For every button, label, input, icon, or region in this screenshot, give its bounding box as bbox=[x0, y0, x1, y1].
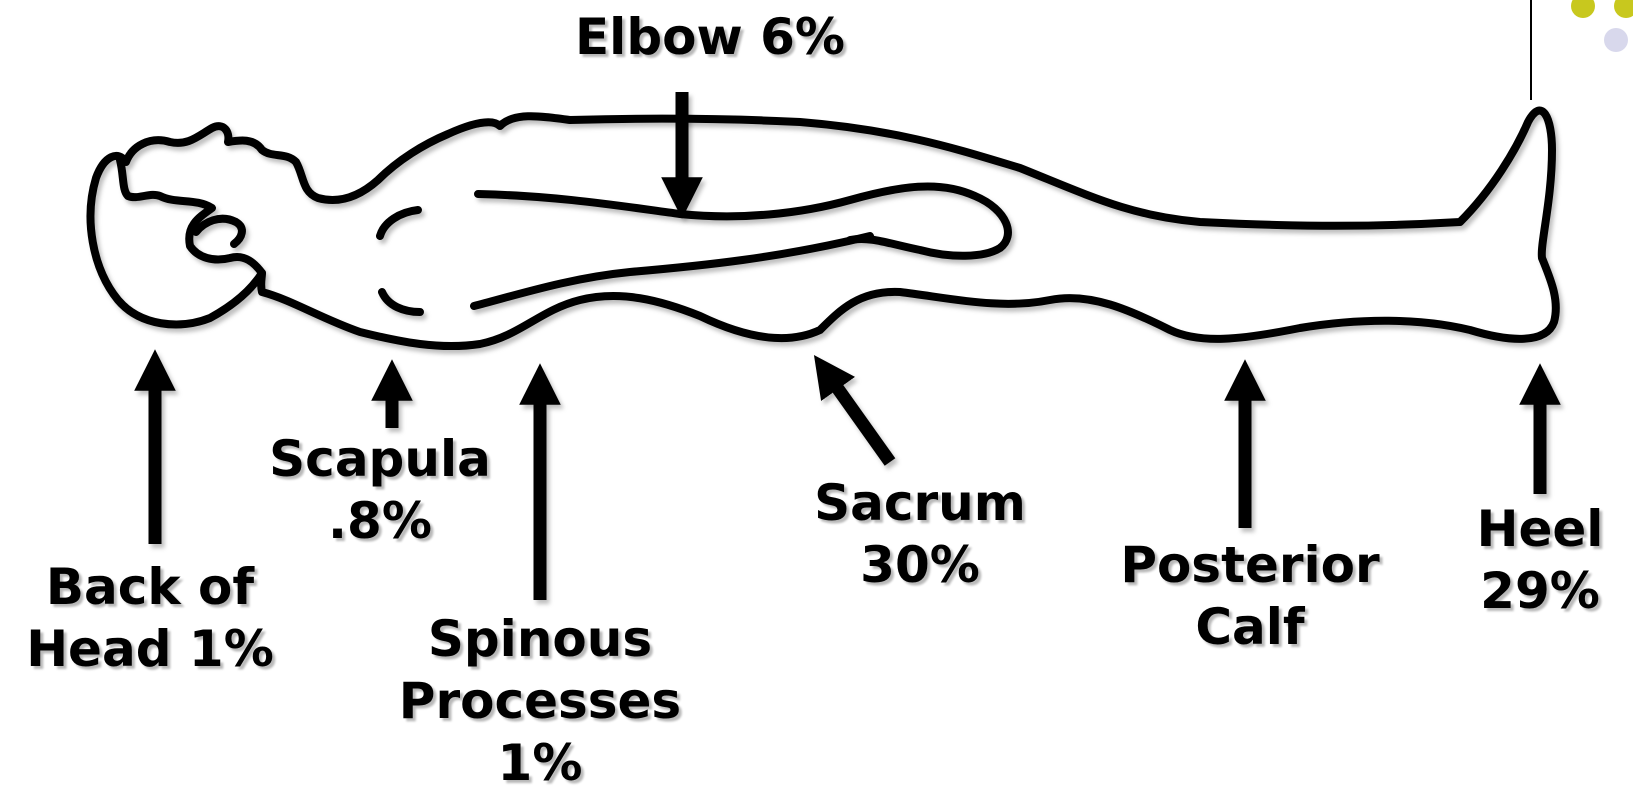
face-detail bbox=[120, 160, 262, 273]
back-of-head-label-line: Head 1% bbox=[0, 618, 300, 680]
head-outline bbox=[91, 111, 1556, 347]
heel-label-line: 29% bbox=[1455, 560, 1625, 622]
elbow-label: Elbow 6% bbox=[560, 6, 860, 68]
heel-label: Heel 29% bbox=[1455, 498, 1625, 622]
sacrum-label: Sacrum 30% bbox=[770, 472, 1070, 596]
scapula-mark-lower bbox=[382, 292, 420, 312]
posterior-calf-label-line: Posterior bbox=[1090, 534, 1410, 596]
scapula-mark-upper bbox=[380, 210, 418, 236]
back-of-head-label-line: Back of bbox=[0, 556, 300, 618]
yellow-dot-icon bbox=[1571, 0, 1595, 18]
body-outline bbox=[91, 111, 1556, 347]
elbow-label-line: Elbow 6% bbox=[560, 6, 860, 68]
lavender-dot-icon bbox=[1604, 28, 1628, 52]
arm-lower-line bbox=[474, 236, 870, 306]
scapula-label-line: Scapula bbox=[250, 428, 510, 490]
back-of-head-label: Back of Head 1% bbox=[0, 556, 300, 680]
spinous-processes-label-line: 1% bbox=[370, 732, 710, 794]
spinous-processes-label-line: Processes bbox=[370, 670, 710, 732]
spinous-processes-label: Spinous Processes 1% bbox=[370, 608, 710, 794]
scapula-label-line: .8% bbox=[250, 490, 510, 552]
sacrum-label-line: Sacrum bbox=[770, 472, 1070, 534]
sacrum-label-line: 30% bbox=[770, 534, 1070, 596]
posterior-calf-label: Posterior Calf bbox=[1090, 534, 1410, 658]
sacrum-arrow bbox=[826, 372, 890, 462]
yellow-dot-icon bbox=[1614, 0, 1633, 18]
scapula-label: Scapula .8% bbox=[250, 428, 510, 552]
heel-label-line: Heel bbox=[1455, 498, 1625, 560]
posterior-calf-label-line: Calf bbox=[1090, 596, 1410, 658]
arm-upper-line bbox=[478, 186, 1008, 255]
spinous-processes-label-line: Spinous bbox=[370, 608, 710, 670]
ear-detail bbox=[196, 219, 242, 244]
